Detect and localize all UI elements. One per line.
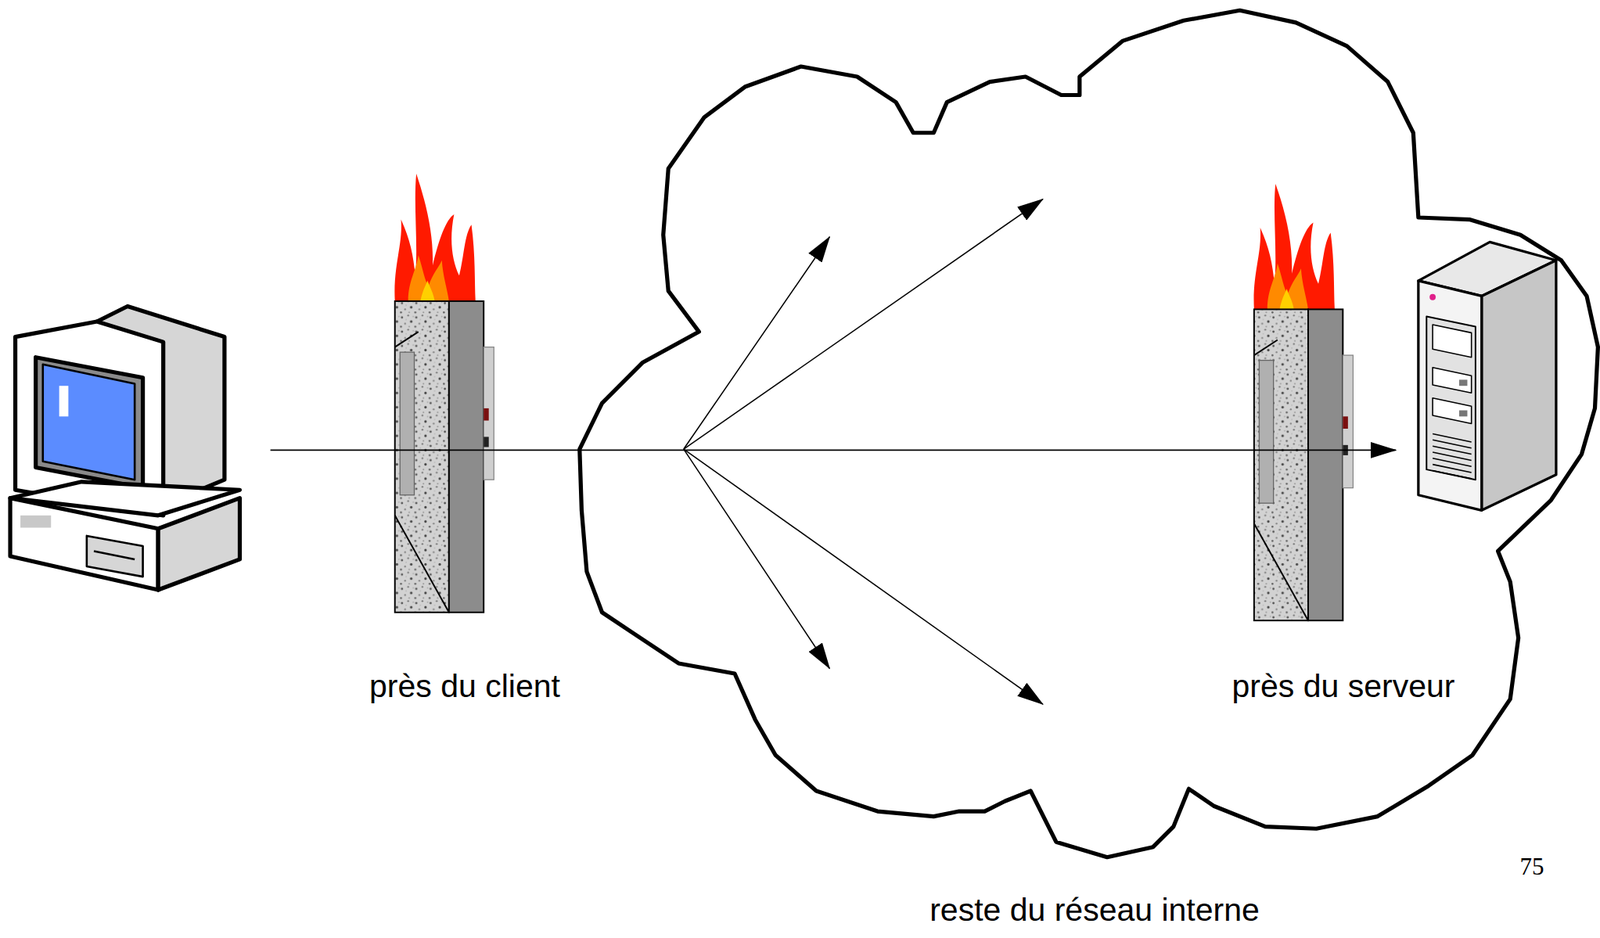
server-firewall	[1254, 183, 1354, 621]
network-cloud	[579, 10, 1599, 857]
firewall-label: près du client	[369, 668, 561, 705]
page-number: 75	[1520, 852, 1545, 881]
server-tower	[1418, 241, 1557, 511]
traffic-arrows	[270, 199, 1397, 705]
firewall-label: près du serveur	[1232, 668, 1456, 705]
region-label: reste du réseau interne	[929, 891, 1260, 929]
client-computer	[10, 305, 240, 590]
client-firewall	[394, 173, 494, 613]
vent-line	[1432, 470, 1472, 479]
